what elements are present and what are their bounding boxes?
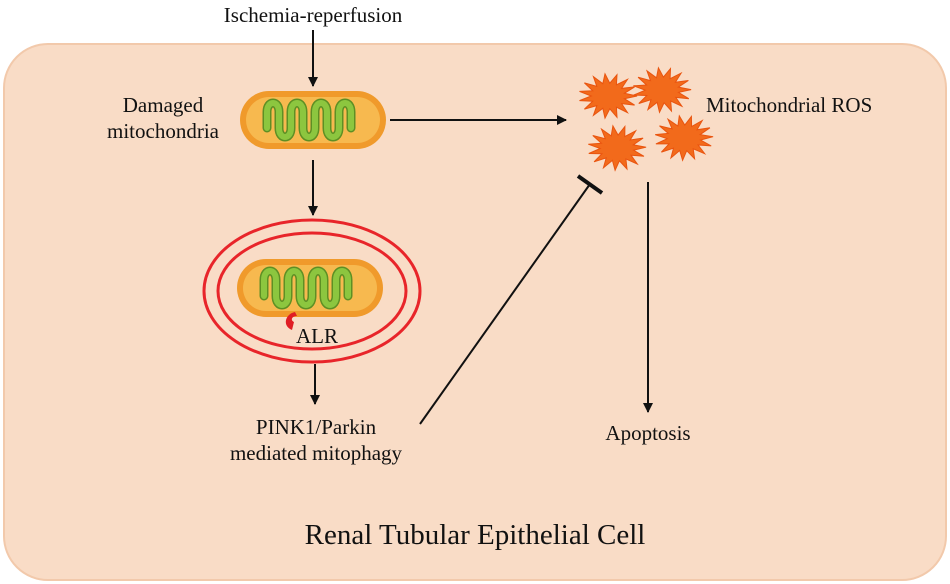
ros-burst-icon: [588, 124, 647, 172]
alr-label: ALR: [296, 324, 338, 348]
mitophagy-line-1: PINK1/Parkin: [255, 415, 377, 439]
apoptosis-label: Apoptosis: [605, 421, 691, 445]
ros-burst-icon: [655, 114, 714, 162]
ros-burst-icon: [579, 72, 638, 120]
damaged-mitochondria-line-1: Damaged: [122, 93, 204, 117]
ros-cluster: [579, 66, 714, 172]
mitophagy-label: PINK1/Parkin mediated mitophagy: [226, 414, 406, 466]
inhibition-mitophagy-to-ros: [419, 174, 604, 425]
ros-burst-icon: [633, 66, 692, 114]
cell-body: [3, 43, 947, 581]
ros-label: Mitochondrial ROS: [706, 93, 873, 117]
damaged-mitochondria-line-2: mitochondria: [107, 119, 219, 143]
alr-marker-icon: [285, 312, 297, 330]
mitochondrion-icon: [240, 91, 386, 149]
damaged-mitochondria-label: Damaged mitochondria: [98, 92, 228, 144]
trigger-label: Ischemia-reperfusion: [223, 3, 403, 27]
cell-label: Renal Tubular Epithelial Cell: [304, 519, 646, 551]
mitophagy-line-2: mediated mitophagy: [229, 441, 403, 465]
mitochondrion-icon: [237, 259, 383, 317]
autophagosome-icon: [202, 218, 422, 364]
